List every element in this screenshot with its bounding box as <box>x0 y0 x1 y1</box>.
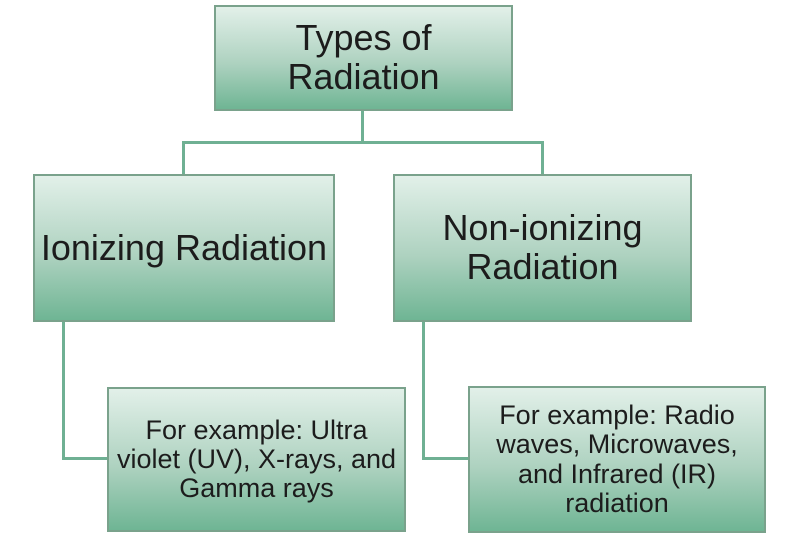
connector-root-stem <box>361 111 364 144</box>
connector-drop-to-non-ionizing <box>541 141 544 175</box>
connector-drop-to-ionizing <box>182 141 185 175</box>
connector-ionizing-elbow-horizontal <box>62 457 108 460</box>
connector-non-ionizing-elbow-horizontal <box>422 457 469 460</box>
node-types-of-radiation: Types of Radiation <box>214 5 513 111</box>
node-non-ionizing-radiation: Non-ionizing Radiation <box>393 174 692 322</box>
node-ionizing-radiation: Ionizing Radiation <box>33 174 335 322</box>
node-ionizing-examples-label: For example: Ultra violet (UV), X-rays, … <box>116 414 397 504</box>
node-non-ionizing-examples: For example: Radio waves, Microwaves, an… <box>468 386 766 533</box>
connector-non-ionizing-elbow-vertical <box>422 322 425 460</box>
node-ionizing-examples: For example: Ultra violet (UV), X-rays, … <box>107 387 406 532</box>
connector-branch-horizontal <box>182 141 544 144</box>
node-ionizing-radiation-label: Ionizing Radiation <box>40 226 328 268</box>
node-non-ionizing-radiation-label: Non-ionizing Radiation <box>442 207 643 287</box>
node-non-ionizing-examples-label: For example: Radio waves, Microwaves, an… <box>496 400 738 518</box>
connector-ionizing-elbow-vertical <box>62 322 65 460</box>
node-types-of-radiation-label: Types of Radiation <box>287 17 440 97</box>
